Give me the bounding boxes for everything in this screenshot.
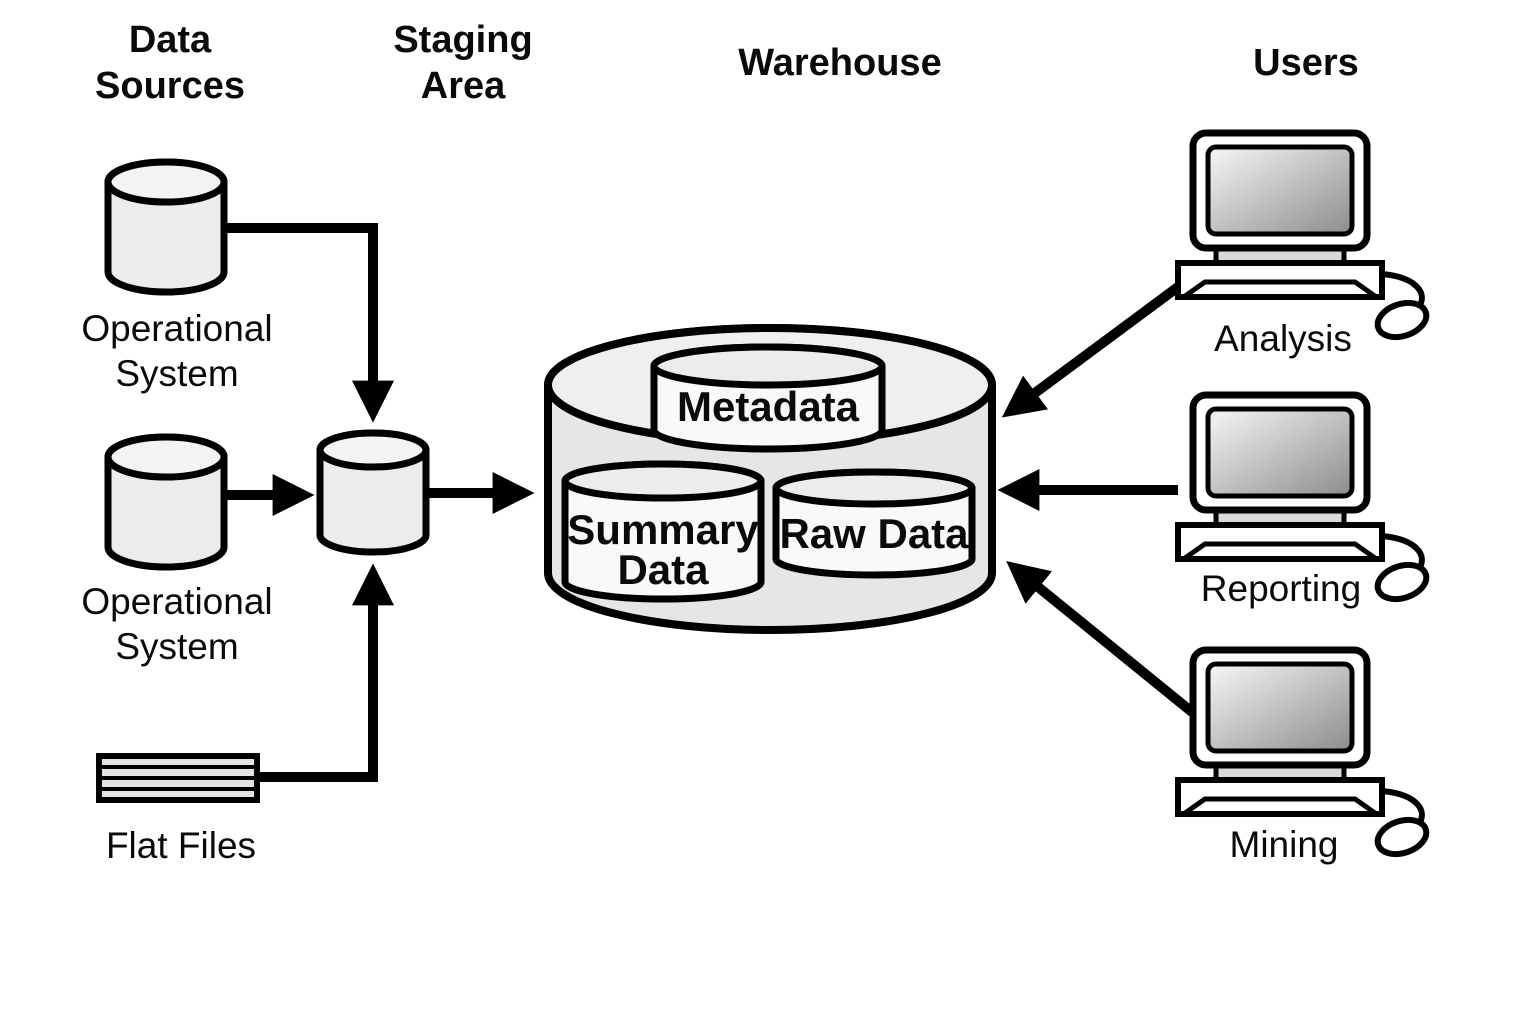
database-icon-top <box>561 460 765 502</box>
staging-database <box>316 429 430 556</box>
column-headers: Data Sources Staging Area Warehouse User… <box>95 19 1359 107</box>
header-staging-area-line2: Area <box>421 65 506 107</box>
flat-files-label: Flat Files <box>106 825 256 866</box>
summary-data-label-line2: Data <box>617 546 709 593</box>
summary-data-label-line1: Summary <box>567 506 759 553</box>
operational-system-2: Operational System <box>81 433 273 667</box>
header-data-sources-line2: Sources <box>95 65 245 107</box>
flow-opsys1-to-staging <box>224 223 394 423</box>
flow-mining-to-warehouse <box>1006 561 1196 716</box>
warehouse-database: Metadata Summary Data Raw Data <box>544 324 996 634</box>
analysis-label: Analysis <box>1214 318 1352 359</box>
reporting-workstation: Reporting <box>1178 395 1431 609</box>
header-data-sources-line1: Data <box>129 19 212 61</box>
header-users: Users <box>1253 42 1359 84</box>
database-icon-top <box>104 158 228 206</box>
database-icon-top <box>316 429 430 471</box>
raw-data-label: Raw Data <box>779 510 969 557</box>
reporting-label: Reporting <box>1201 568 1361 609</box>
operational-system-2-label-line1: Operational <box>81 581 272 622</box>
database-icon-top <box>772 468 976 508</box>
header-warehouse: Warehouse <box>738 42 941 84</box>
operational-system-1-label-line2: System <box>115 353 238 394</box>
operational-system-1: Operational System <box>81 158 273 394</box>
operational-system-2-label-line2: System <box>115 626 238 667</box>
flow-analysis-to-warehouse <box>1001 279 1185 418</box>
database-icon-top <box>650 343 886 389</box>
mining-label: Mining <box>1230 824 1339 865</box>
database-icon-top <box>104 433 228 481</box>
metadata-label: Metadata <box>677 383 860 430</box>
mining-workstation: Mining <box>1178 650 1431 865</box>
flat-files: Flat Files <box>96 753 260 866</box>
metadata-store: Metadata <box>650 343 886 453</box>
raw-data-store: Raw Data <box>772 468 976 579</box>
analysis-workstation: Analysis <box>1178 133 1431 359</box>
flow-flatfiles-to-staging <box>256 563 394 782</box>
summary-data-store: Summary Data <box>561 460 765 603</box>
flow-arrows <box>224 223 1196 782</box>
header-staging-area-line1: Staging <box>393 19 532 61</box>
operational-system-1-label-line1: Operational <box>81 308 272 349</box>
